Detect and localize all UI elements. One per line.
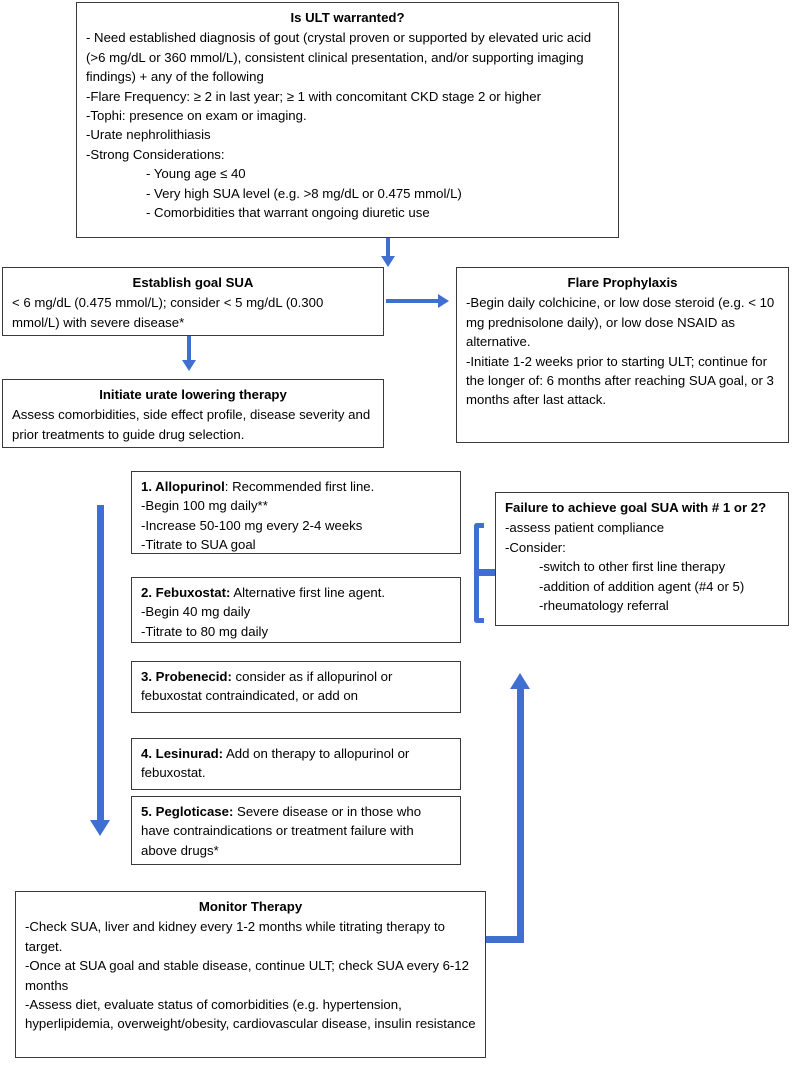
box-line: -Flare Frequency: ≥ 2 in last year; ≥ 1 … (86, 88, 541, 104)
box-line: -Begin 100 mg daily** (141, 498, 268, 514)
arrow-initiate-to-drugs-head (90, 820, 110, 836)
arrow-monitor-to-failure-elbow (486, 936, 524, 943)
box-subline: - Comorbidities that warrant ongoing diu… (146, 205, 430, 221)
box-line: -Strong Considerations: (86, 146, 225, 162)
arrow-goal-to-prophylaxis-head (438, 294, 449, 308)
box-title: Failure to achieve goal SUA with # 1 or … (505, 500, 767, 515)
box-title: Establish goal SUA (132, 275, 254, 290)
bracket-drugs-to-failure (474, 523, 484, 623)
box-line: -Initiate 1-2 weeks prior to starting UL… (466, 353, 778, 408)
box-first-line: 5. Pegloticase: Severe disease or in tho… (141, 802, 451, 860)
box-drug-probenecid: 3. Probenecid: consider as if allopurino… (131, 661, 461, 713)
box-line: -Tophi: presence on exam or imaging. (86, 108, 307, 124)
bracket-stub-to-failure (479, 569, 495, 576)
box-drug-febuxostat: 2. Febuxostat: Alternative first line ag… (131, 577, 461, 643)
arrow-monitor-to-failure-line (517, 688, 524, 943)
box-title: Is ULT warranted? (290, 10, 405, 25)
box-line: -Titrate to SUA goal (141, 537, 256, 553)
box-line: -Begin daily colchicine, or low dose ste… (466, 295, 778, 350)
box-initiate-ult: Initiate urate lowering therapy Assess c… (2, 379, 384, 448)
box-line: -Once at SUA goal and stable disease, co… (25, 958, 473, 993)
box-title: Flare Prophylaxis (567, 275, 678, 290)
box-flare-prophylaxis: Flare Prophylaxis -Begin daily colchicin… (456, 267, 789, 443)
drug-label: 5. Pegloticase: (141, 804, 234, 819)
box-first-line: 3. Probenecid: consider as if allopurino… (141, 667, 451, 706)
arrow-goal-to-initiate-head (182, 360, 196, 371)
box-line: -assess patient compliance (505, 520, 665, 536)
arrow-goal-to-prophylaxis-line (386, 299, 439, 303)
arrow-goal-to-initiate-line (187, 336, 191, 362)
drug-desc: Alternative first line agent. (230, 585, 386, 600)
box-line: -Begin 40 mg daily (141, 604, 251, 620)
box-line: -Urate nephrolithiasis (86, 127, 211, 143)
arrow-initiate-to-drugs-line (97, 505, 104, 821)
box-subline: -rheumatology referral (539, 598, 669, 614)
box-line: -Assess diet, evaluate status of comorbi… (25, 997, 476, 1032)
box-drug-allopurinol: 1. Allopurinol: Recommended first line. … (131, 471, 461, 554)
drug-desc: Add on therapy to allopurinol or febuxos… (141, 746, 413, 781)
box-subline: -addition of addition agent (#4 or 5) (539, 578, 745, 594)
box-line: -Consider: (505, 539, 566, 555)
box-subline: - Very high SUA level (e.g. >8 mg/dL or … (146, 185, 462, 201)
box-title: Initiate urate lowering therapy (99, 387, 287, 402)
arrow-monitor-to-failure-head (510, 673, 530, 689)
box-line: - Need established diagnosis of gout (cr… (86, 30, 595, 85)
box-first-line: 1. Allopurinol: Recommended first line. (141, 477, 451, 496)
box-drug-pegloticase: 5. Pegloticase: Severe disease or in tho… (131, 796, 461, 865)
arrow-ult-to-goal-head (381, 256, 395, 267)
drug-desc: consider as if allopurinol or febuxostat… (141, 669, 397, 704)
drug-label: 2. Febuxostat: (141, 585, 231, 600)
box-line: -Check SUA, liver and kidney every 1-2 m… (25, 919, 449, 954)
box-drug-lesinurad: 4. Lesinurad: Add on therapy to allopuri… (131, 738, 461, 790)
box-is-ult-warranted: Is ULT warranted? - Need established dia… (76, 2, 619, 238)
box-line: < 6 mg/dL (0.475 mmol/L); consider < 5 m… (12, 295, 327, 330)
box-monitor-therapy: Monitor Therapy -Check SUA, liver and ki… (15, 891, 486, 1058)
box-line: Assess comorbidities, side effect profil… (12, 407, 374, 442)
box-failure-to-achieve-goal: Failure to achieve goal SUA with # 1 or … (495, 492, 789, 626)
box-first-line: 4. Lesinurad: Add on therapy to allopuri… (141, 744, 451, 783)
box-subline: -switch to other first line therapy (539, 559, 726, 575)
drug-label: 1. Allopurinol (141, 479, 225, 494)
box-establish-goal-sua: Establish goal SUA < 6 mg/dL (0.475 mmol… (2, 267, 384, 336)
box-title: Monitor Therapy (198, 899, 303, 914)
drug-desc: Severe disease or in those who have cont… (141, 804, 425, 858)
box-subline: - Young age ≤ 40 (146, 166, 246, 182)
drug-label: 3. Probenecid: (141, 669, 232, 684)
box-first-line: 2. Febuxostat: Alternative first line ag… (141, 583, 451, 602)
box-line: -Increase 50-100 mg every 2-4 weeks (141, 517, 363, 533)
drug-desc: : Recommended first line. (224, 479, 375, 494)
drug-label: 4. Lesinurad: (141, 746, 224, 761)
box-line: -Titrate to 80 mg daily (141, 623, 269, 639)
arrow-ult-to-goal-line (386, 238, 390, 258)
